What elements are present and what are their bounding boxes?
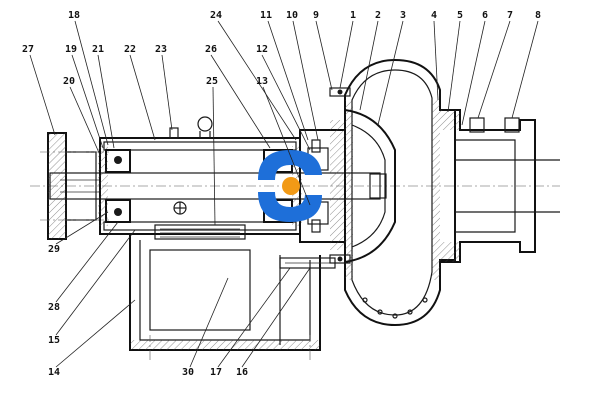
suction-pipe — [455, 117, 560, 213]
adjusting-bolt — [279, 257, 336, 269]
callout-4: 4 — [431, 10, 437, 21]
callout-17: 17 — [210, 367, 222, 378]
callout-2: 2 — [375, 10, 381, 21]
callout-23: 23 — [155, 44, 167, 55]
pump-casing-volute — [344, 58, 456, 327]
callout-28: 28 — [48, 302, 60, 313]
callout-12: 12 — [256, 44, 268, 55]
callout-labels: 18 24 11 10 9 1 2 3 4 5 6 7 8 27 19 21 2… — [22, 10, 541, 378]
stuffing-box — [299, 120, 346, 250]
impeller — [344, 109, 396, 263]
callout-10: 10 — [286, 10, 298, 21]
callout-18: 18 — [68, 10, 80, 21]
callout-3: 3 — [400, 10, 406, 21]
leader-lines — [29, 20, 539, 368]
callout-19: 19 — [65, 44, 77, 55]
callout-22: 22 — [124, 44, 136, 55]
callout-29: 29 — [48, 244, 60, 255]
callout-15: 15 — [48, 335, 60, 346]
callout-13: 13 — [256, 76, 268, 87]
callout-7: 7 — [507, 10, 513, 21]
callout-26: 26 — [205, 44, 217, 55]
suction-cover — [440, 109, 536, 263]
oil-cooling-coil — [154, 201, 246, 240]
callout-16: 16 — [236, 367, 248, 378]
callout-11: 11 — [260, 10, 272, 21]
callout-20: 20 — [63, 76, 75, 87]
callout-6: 6 — [482, 10, 488, 21]
callout-8: 8 — [535, 10, 541, 21]
callout-5: 5 — [457, 10, 463, 21]
callout-25: 25 — [206, 76, 218, 87]
callout-14: 14 — [48, 367, 60, 378]
callout-27: 27 — [22, 44, 34, 55]
bearing-bracket-stand — [129, 234, 321, 360]
callout-24: 24 — [210, 10, 222, 21]
callout-30: 30 — [182, 367, 194, 378]
callout-9: 9 — [313, 10, 319, 21]
company-logo — [258, 150, 322, 222]
callout-21: 21 — [92, 44, 104, 55]
callout-1: 1 — [350, 10, 356, 21]
